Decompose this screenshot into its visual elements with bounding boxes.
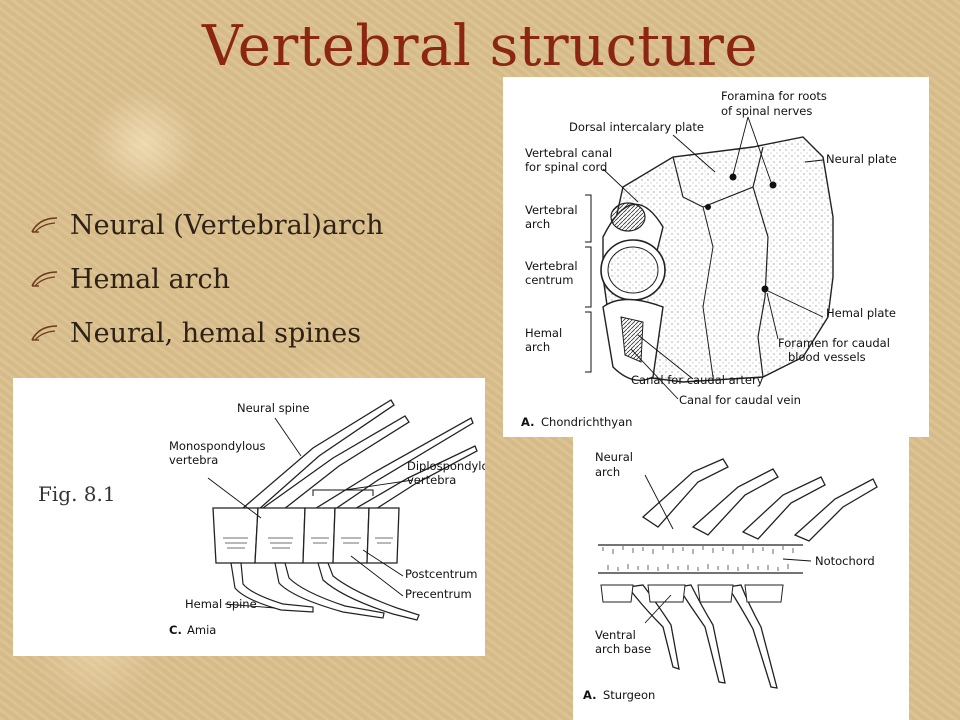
figure-number: Fig. 8.1 (38, 482, 116, 506)
label-diplospondylous-vertebra: vertebra (407, 473, 456, 487)
bullet-text: Neural (Vertebral)arch (70, 209, 384, 241)
label-neural-spine: Neural spine (237, 401, 309, 415)
label-dorsal-intercalary-plate: Dorsal intercalary plate (569, 120, 704, 134)
caption-chondrichthyan: Chondrichthyan (541, 415, 632, 429)
bullet-text: Hemal arch (70, 263, 230, 295)
label-neural-arch: Neural (595, 450, 633, 464)
label-hemal-arch: Hemal (525, 326, 562, 340)
quill-bullet-icon (31, 217, 58, 233)
label-vertebral-centrum: Vertebral (525, 259, 578, 273)
label-foramen-caudal: Foramen for caudal (778, 336, 890, 350)
quill-bullet-icon (31, 271, 58, 287)
label-vertebral-canal: for spinal cord (525, 160, 607, 174)
label-postcentrum: Postcentrum (405, 567, 477, 581)
label-vertebral-centrum: centrum (525, 273, 573, 287)
bullet-item: Hemal arch (30, 252, 383, 306)
label-foramina: Foramina for roots (721, 89, 827, 103)
figure-amia: Neural spine Monospondylous vertebra Dip… (13, 378, 485, 656)
label-vertebral-arch: arch (525, 217, 550, 231)
label-hemal-arch: arch (525, 340, 550, 354)
label-hemal-spine: Hemal spine (185, 597, 257, 611)
caption-letter: A. (521, 415, 534, 429)
label-foramina: of spinal nerves (721, 104, 812, 118)
label-ventral-arch-base: arch base (595, 642, 651, 656)
caption-letter: C. (169, 623, 182, 637)
label-precentrum: Precentrum (405, 587, 472, 601)
label-monospondylous-vertebra: Monospondylous (169, 439, 266, 453)
label-hemal-plate: Hemal plate (826, 306, 896, 320)
caption-sturgeon: Sturgeon (603, 688, 655, 702)
label-neural-arch: arch (595, 465, 620, 479)
amia-illustration: Neural spine Monospondylous vertebra Dip… (169, 399, 485, 637)
caption-letter: A. (583, 688, 596, 702)
bullet-item: Neural (Vertebral)arch (30, 198, 383, 252)
figure-sturgeon: Neural arch Notochord Ventral arch base … (573, 437, 909, 720)
slide-title: Vertebral structure (202, 14, 758, 79)
label-canal-caudal-vein: Canal for caudal vein (679, 393, 801, 407)
label-neural-plate: Neural plate (826, 152, 897, 166)
label-vertebral-canal: Vertebral canal (525, 146, 612, 160)
label-canal-caudal-artery: Canal for caudal artery (631, 373, 764, 387)
label-vertebral-arch: Vertebral (525, 203, 578, 217)
bullet-list: Neural (Vertebral)arch Hemal arch Neural… (30, 198, 383, 360)
sturgeon-illustration: Neural arch Notochord Ventral arch base … (583, 450, 878, 702)
bullet-item: Neural, hemal spines (30, 306, 383, 360)
chondrichthyan-illustration: Foramina for roots of spinal nerves Dors… (521, 89, 897, 429)
label-monospondylous-vertebra: vertebra (169, 453, 218, 467)
quill-bullet-icon (31, 325, 58, 341)
label-notochord: Notochord (815, 554, 875, 568)
label-ventral-arch-base: Ventral (595, 628, 636, 642)
figure-chondrichthyan: Foramina for roots of spinal nerves Dors… (503, 77, 929, 437)
bullet-text: Neural, hemal spines (70, 317, 362, 349)
label-diplospondylous-vertebra: Diplospondylo (407, 459, 485, 473)
caption-amia: Amia (187, 623, 216, 637)
label-foramen-caudal: blood vessels (788, 350, 866, 364)
